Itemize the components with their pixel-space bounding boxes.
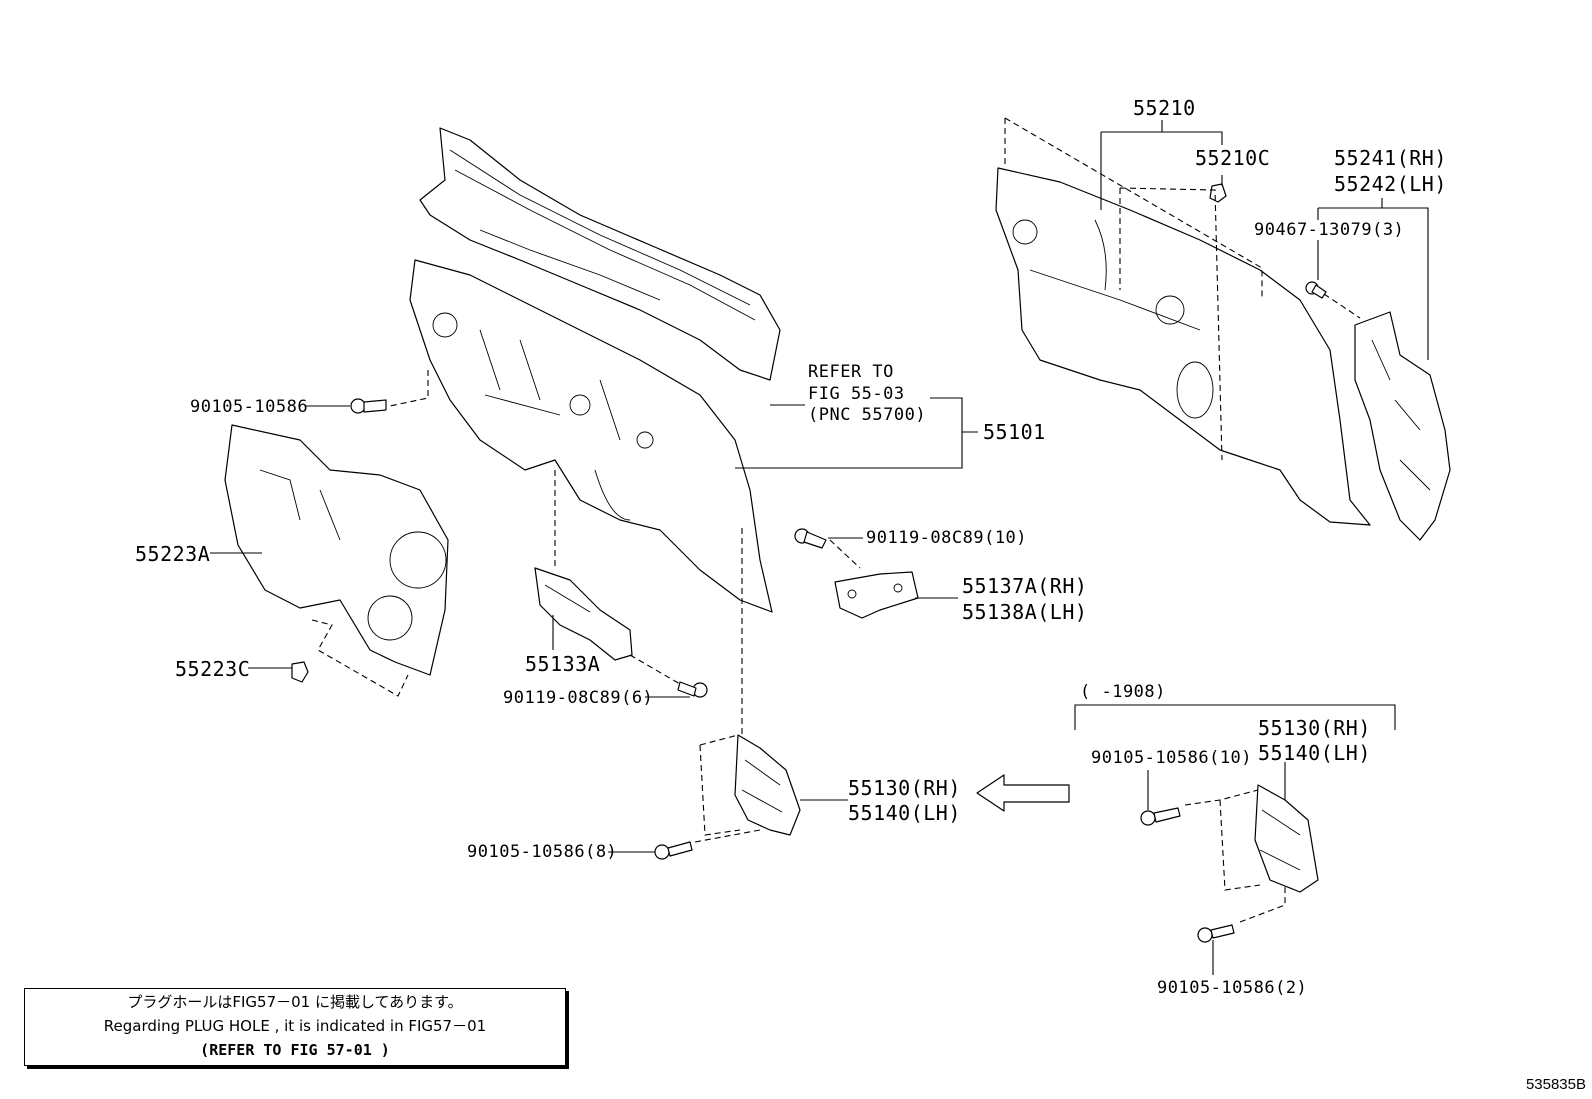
bracket-55133a [534, 567, 633, 661]
bolt-90119-low [677, 681, 708, 698]
cowl-top-panel [419, 127, 781, 381]
label-refer-1: REFER TO [808, 362, 894, 382]
bolt-90105-left [350, 398, 387, 414]
bracket-55241 [1354, 311, 1451, 541]
clip-55223c [291, 661, 309, 683]
bolt-90105-10 [1140, 807, 1181, 826]
bolt-90467 [1305, 281, 1327, 299]
dash-silencer-55210 [995, 167, 1371, 526]
label-90119-10: 90119-08C89(10) [866, 528, 1028, 548]
label-55241: 55241(RH) [1334, 146, 1447, 170]
note-refer: (REFER TO FIG 57-01 ) [200, 1041, 390, 1059]
label-55130-left: 55130(RH) [848, 776, 961, 800]
arrow-icon [976, 774, 1070, 812]
label-55133a: 55133A [525, 652, 601, 676]
bolt-90105-8 [654, 841, 693, 860]
note-japanese: プラグホールはFIG57－01 に掲載してあります。 [127, 993, 463, 1011]
side-brace-left [734, 734, 801, 836]
label-55138a: 55138A(LH) [962, 600, 1088, 624]
side-brace-right [1254, 784, 1319, 893]
label-90467: 90467-13079(3) [1254, 220, 1405, 240]
illustration-code: 535835B [1525, 1076, 1586, 1093]
label-55101: 55101 [983, 420, 1046, 444]
plug-hole-note: プラグホールはFIG57－01 に掲載してあります。 Regarding PLU… [24, 988, 566, 1066]
label-date-range: ( -1908) [1080, 682, 1166, 702]
label-90105-2: 90105-10586(2) [1157, 978, 1308, 998]
label-90105-8: 90105-10586(8) [467, 842, 618, 862]
bolt-90105-2 [1197, 924, 1235, 943]
label-55223a: 55223A [135, 542, 211, 566]
label-55210: 55210 [1133, 96, 1196, 120]
label-55130-right: 55130(RH) [1258, 716, 1371, 740]
bolt-90119-top [794, 528, 827, 549]
label-55210c: 55210C [1195, 146, 1271, 170]
label-refer-3: (PNC 55700) [808, 405, 927, 425]
label-55140-right: 55140(LH) [1258, 741, 1371, 765]
label-55223c: 55223C [175, 657, 251, 681]
bracket-55137a [834, 571, 919, 619]
label-55242: 55242(LH) [1334, 172, 1447, 196]
clip-55210c [1209, 183, 1227, 203]
label-90119-6: 90119-08C89(6) [503, 688, 654, 708]
dash-insulator-55223a [224, 424, 449, 676]
label-55140-left: 55140(LH) [848, 801, 961, 825]
note-english: Regarding PLUG HOLE , it is indicated in… [103, 1017, 487, 1035]
dash-panel [409, 259, 773, 613]
label-90105-10: 90105-10586(10) [1091, 748, 1253, 768]
label-refer-2: FIG 55-03 [808, 384, 905, 404]
label-90105-left: 90105-10586 [190, 397, 309, 417]
label-55137a: 55137A(RH) [962, 574, 1088, 598]
